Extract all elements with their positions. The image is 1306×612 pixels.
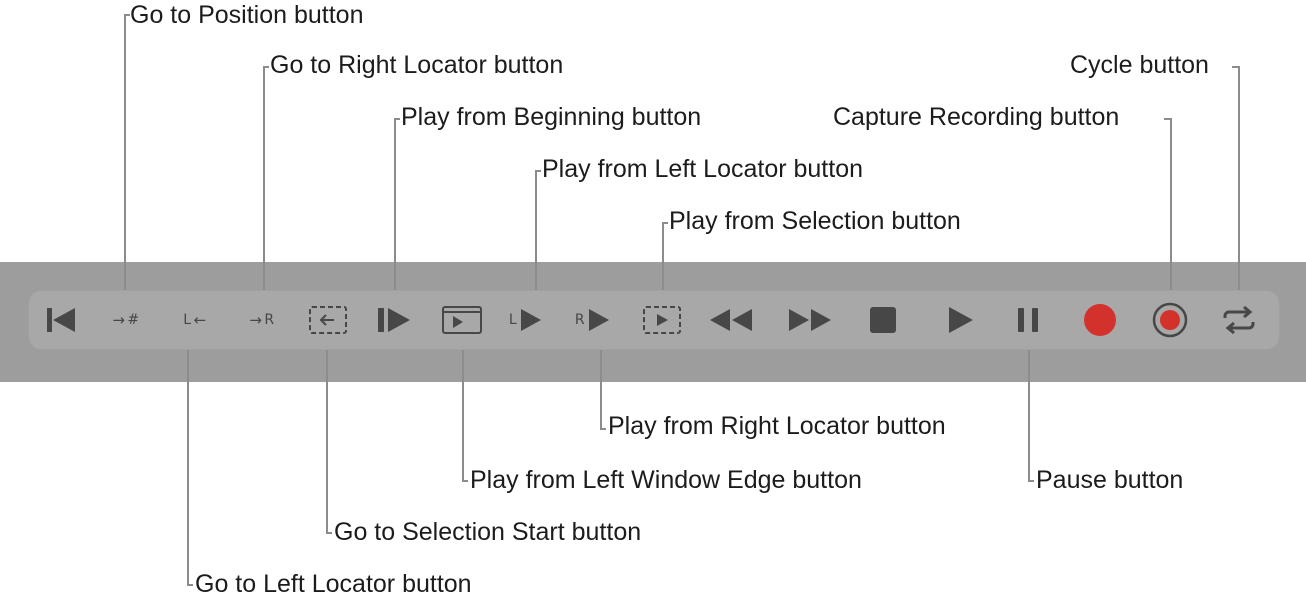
go-to-selection-start-button[interactable] xyxy=(298,300,358,340)
arrow-right-icon: → xyxy=(112,311,126,329)
left-locator-letter: L xyxy=(183,312,192,328)
play-icon xyxy=(589,309,610,331)
play-from-selection-button[interactable] xyxy=(632,300,692,340)
play-from-start-icon xyxy=(378,308,410,332)
play-icon xyxy=(949,307,973,333)
callout-play-from-selection: Play from Selection button xyxy=(669,207,961,235)
callout-go-to-left-locator: Go to Left Locator button xyxy=(195,570,472,598)
callout-tick xyxy=(394,118,400,120)
fast-forward-icon xyxy=(789,309,831,331)
callout-tick xyxy=(326,532,332,534)
record-button[interactable] xyxy=(1070,300,1130,340)
stop-icon xyxy=(870,307,896,333)
rewind-button[interactable] xyxy=(701,300,761,340)
play-from-right-locator-button[interactable]: R xyxy=(563,300,623,340)
play-icon xyxy=(521,309,542,331)
right-locator-letter: R xyxy=(574,312,586,328)
callout-leader xyxy=(187,350,189,586)
callout-tick xyxy=(462,480,468,482)
callout-tick xyxy=(1232,66,1238,68)
capture-recording-button[interactable] xyxy=(1140,300,1200,340)
callout-tick xyxy=(124,14,130,16)
callout-leader xyxy=(263,66,265,290)
pause-button[interactable] xyxy=(998,300,1058,340)
record-icon xyxy=(1084,304,1116,336)
play-from-beginning-button[interactable] xyxy=(364,300,424,340)
arrow-right-icon: → xyxy=(249,311,263,329)
fast-forward-button[interactable] xyxy=(780,300,840,340)
go-to-beginning-button[interactable] xyxy=(31,300,91,340)
cycle-icon xyxy=(1223,305,1255,335)
callout-leader xyxy=(326,350,328,534)
callout-tick xyxy=(187,584,193,586)
window-edge-play-icon xyxy=(442,306,482,334)
callout-tick xyxy=(1164,118,1170,120)
rewind-icon xyxy=(710,309,752,331)
transport-control-bar xyxy=(28,290,1280,350)
callout-pause: Pause button xyxy=(1036,466,1184,494)
stop-button[interactable] xyxy=(853,300,913,340)
pause-icon xyxy=(1018,308,1038,332)
callout-play-from-right-locator: Play from Right Locator button xyxy=(608,412,946,440)
go-to-position-button[interactable]: → # xyxy=(96,300,156,340)
callout-play-from-left-window-edge: Play from Left Window Edge button xyxy=(470,466,862,494)
callout-leader xyxy=(1238,66,1240,290)
callout-leader xyxy=(600,350,602,430)
go-to-left-locator-button[interactable]: L ← xyxy=(165,300,225,340)
selection-start-icon xyxy=(309,306,347,334)
callout-leader xyxy=(124,14,126,290)
callout-leader xyxy=(394,118,396,290)
callout-leader xyxy=(535,170,537,290)
callout-tick xyxy=(1028,480,1034,482)
callout-leader xyxy=(462,350,464,482)
callout-tick xyxy=(263,66,269,68)
skip-to-start-icon xyxy=(47,308,75,332)
position-mark: # xyxy=(127,312,140,328)
callout-leader xyxy=(662,222,664,290)
play-from-left-window-edge-button[interactable] xyxy=(432,300,492,340)
callout-tick xyxy=(535,170,541,172)
callout-go-to-selection-start: Go to Selection Start button xyxy=(334,518,642,546)
cycle-button[interactable] xyxy=(1209,300,1269,340)
callout-tick xyxy=(662,222,668,224)
callout-cycle: Cycle button xyxy=(1070,51,1209,79)
callout-leader xyxy=(1170,118,1172,290)
left-locator-letter: L xyxy=(508,312,518,328)
selection-play-icon xyxy=(643,306,681,334)
capture-record-icon xyxy=(1152,302,1188,338)
callout-go-to-right-locator: Go to Right Locator button xyxy=(270,51,564,79)
play-from-left-locator-button[interactable]: L xyxy=(496,300,556,340)
callout-capture-recording: Capture Recording button xyxy=(833,103,1120,131)
arrow-left-icon: ← xyxy=(193,311,207,329)
callout-play-from-left-locator: Play from Left Locator button xyxy=(542,155,864,183)
callout-leader xyxy=(1028,350,1030,482)
callout-go-to-position: Go to Position button xyxy=(130,1,364,29)
right-locator-letter: R xyxy=(264,312,275,328)
callout-play-from-beginning: Play from Beginning button xyxy=(401,103,702,131)
play-button[interactable] xyxy=(930,300,990,340)
go-to-right-locator-button[interactable]: → R xyxy=(232,300,292,340)
callout-tick xyxy=(600,428,606,430)
